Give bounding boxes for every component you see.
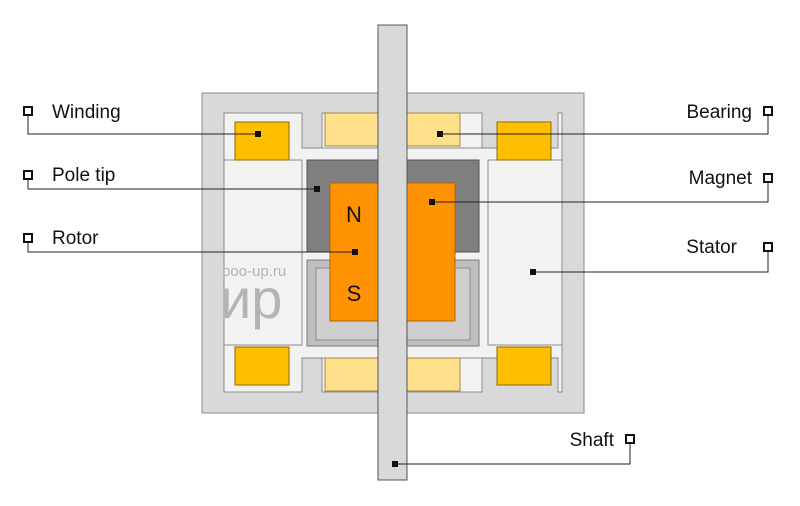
winding-bottom-right	[496, 346, 552, 386]
bearing-top-right	[406, 112, 461, 147]
shaft-terminal	[625, 434, 635, 444]
winding-leader	[27, 112, 258, 135]
magnet-terminal	[763, 173, 773, 183]
shaft-leader	[395, 439, 631, 465]
stator-terminal	[763, 242, 773, 252]
watermark-site: ooo-up.ru	[222, 263, 286, 280]
pole-tip-terminal	[23, 170, 33, 180]
shaft	[377, 24, 408, 481]
shaft-anchor-dot	[392, 461, 398, 467]
bearing-bottom-left	[324, 357, 381, 392]
rotor-label: Rotor	[52, 228, 99, 249]
shaft-label: Shaft	[570, 430, 615, 451]
magnet-anchor-dot	[429, 199, 435, 205]
winding-anchor-dot	[255, 131, 261, 137]
south-pole-label: S	[347, 281, 362, 306]
bearing-bottom-right	[406, 357, 461, 392]
winding-terminal	[23, 106, 33, 116]
winding-top-left	[234, 121, 290, 161]
rotor-terminal	[23, 233, 33, 243]
winding-label: Winding	[52, 102, 121, 123]
stator-anchor-dot	[530, 269, 536, 275]
watermark-logo: ир	[220, 267, 282, 330]
winding-bottom-left	[234, 346, 290, 386]
bearing-leader	[440, 112, 769, 135]
bearing-anchor-dot	[437, 131, 443, 137]
stator-leader	[533, 247, 769, 273]
magnet-label: Magnet	[689, 168, 753, 189]
bearing-top-left	[324, 112, 381, 147]
stator-label: Stator	[686, 237, 737, 258]
rotor-anchor-dot	[352, 249, 358, 255]
north-pole-label: N	[346, 202, 362, 227]
magnet-leader	[432, 178, 769, 203]
pole-tip-label: Pole tip	[52, 165, 115, 186]
bearing-terminal	[763, 106, 773, 116]
pole-tip-anchor-dot	[314, 186, 320, 192]
winding-top-right	[496, 121, 552, 161]
bearing-label: Bearing	[687, 102, 753, 123]
stator-right-core	[487, 159, 563, 346]
